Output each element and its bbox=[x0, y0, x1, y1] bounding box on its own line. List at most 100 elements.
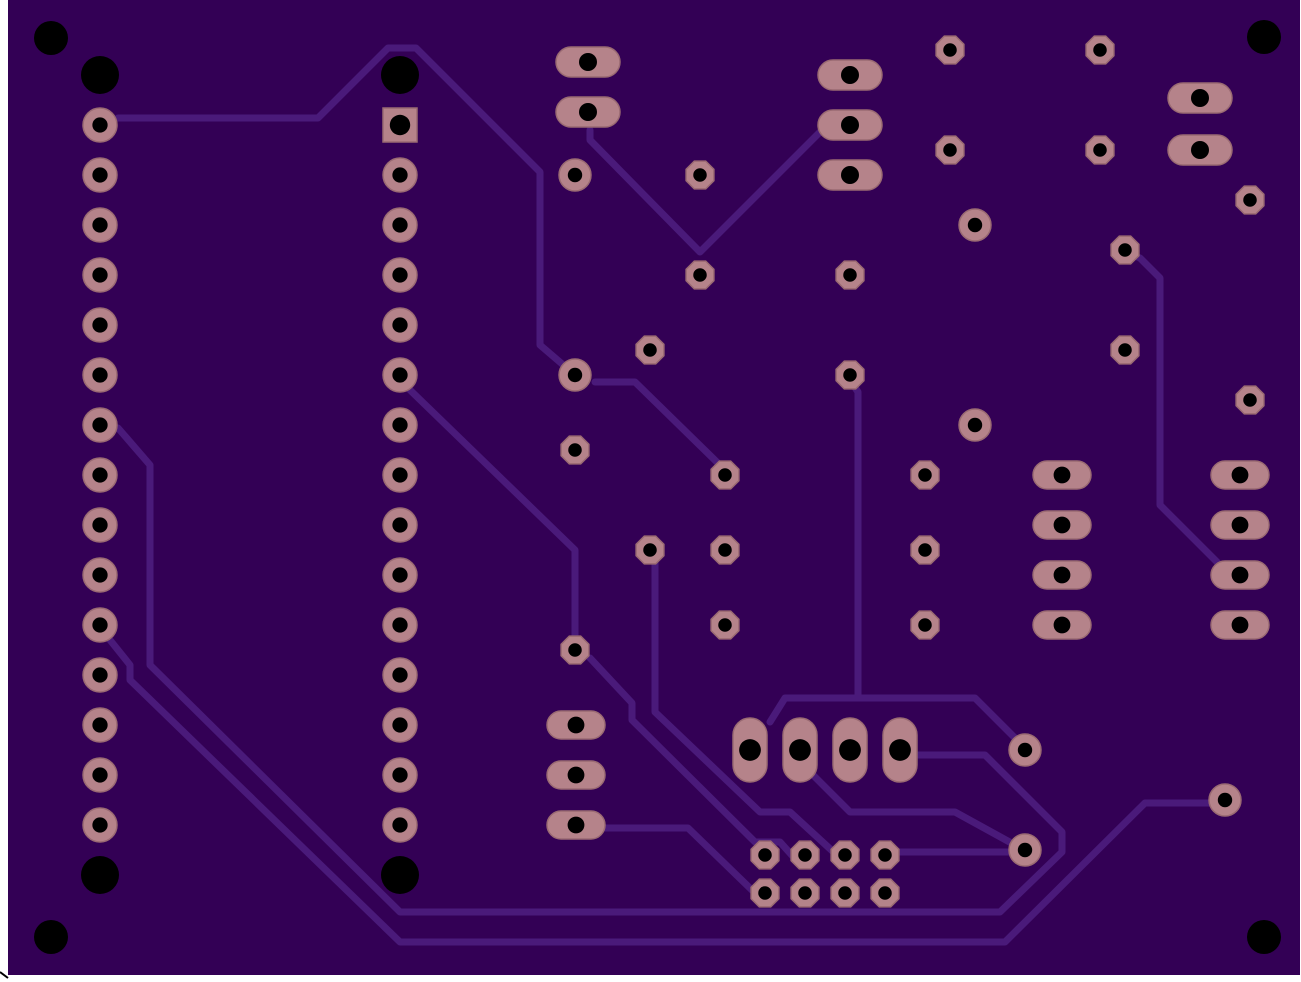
large-pad-7-drill bbox=[1217, 792, 1233, 808]
isp-header-row2-pin-4-drill bbox=[878, 886, 892, 900]
header-left-pin-7-drill bbox=[92, 417, 108, 433]
header-left-pin-9-drill bbox=[92, 517, 108, 533]
header-right-pin-2-drill bbox=[392, 167, 408, 183]
header-right-hole-bottom bbox=[381, 856, 419, 894]
connector-right-pin-1-drill bbox=[1231, 466, 1249, 484]
connector-left-pin-1-drill bbox=[1053, 466, 1071, 484]
connector-right-pin-2-drill bbox=[1231, 516, 1249, 534]
connector-left-pin-2-drill bbox=[1053, 516, 1071, 534]
isp-header-row1-pin-1-drill bbox=[758, 848, 772, 862]
component-pad-9-drill bbox=[1118, 243, 1132, 257]
trace-2 bbox=[114, 424, 1066, 916]
module-header-pin-3-drill bbox=[839, 739, 861, 761]
sensor-header-pin-1-drill bbox=[567, 716, 585, 734]
module-header-pin-4-drill bbox=[889, 739, 911, 761]
component-pad-17-drill bbox=[643, 543, 657, 557]
large-pad-5-drill bbox=[1017, 742, 1033, 758]
component-pad-5-drill bbox=[693, 168, 707, 182]
header-left-pin-8-drill bbox=[92, 467, 108, 483]
header-left-pin-5-drill bbox=[92, 317, 108, 333]
header-right-pin-12-drill bbox=[392, 667, 408, 683]
component-pad-20-drill bbox=[718, 618, 732, 632]
header-left-pin-3-drill bbox=[92, 217, 108, 233]
isp-header-row2-pin-1-drill bbox=[758, 886, 772, 900]
connector-left-pin-4-drill bbox=[1053, 616, 1071, 634]
header-right-pin-9-drill bbox=[392, 517, 408, 533]
component-pad-10-drill bbox=[643, 343, 657, 357]
header-left-pin-13-drill bbox=[92, 717, 108, 733]
trace-12 bbox=[766, 694, 1026, 749]
trace-3 bbox=[106, 636, 1229, 946]
component-pad-7-drill bbox=[843, 268, 857, 282]
trace-10 bbox=[804, 766, 1019, 849]
header-right-pin-10-drill bbox=[392, 567, 408, 583]
header-left-pin-2-drill bbox=[92, 167, 108, 183]
pad-layer bbox=[82, 35, 1270, 908]
trace-1 bbox=[114, 44, 579, 379]
header-right-pin-3-drill bbox=[392, 217, 408, 233]
component-pad-16-drill bbox=[918, 468, 932, 482]
isp-header-row2-pin-2-drill bbox=[798, 886, 812, 900]
trace-7 bbox=[586, 654, 802, 866]
mounting-hole-layer bbox=[0, 20, 1281, 979]
component-pad-11-drill bbox=[843, 368, 857, 382]
header-left-pin-4-drill bbox=[92, 267, 108, 283]
mounting-hole-bottom-left bbox=[34, 920, 68, 954]
header-left-hole-top bbox=[81, 56, 119, 94]
header-left-pin-6-drill bbox=[92, 367, 108, 383]
component-pad-22-drill bbox=[568, 643, 582, 657]
component-pad-12-drill bbox=[1118, 343, 1132, 357]
component-pad-21-drill bbox=[918, 618, 932, 632]
component-pad-4-drill bbox=[1093, 143, 1107, 157]
connector-right-pin-4-drill bbox=[1231, 616, 1249, 634]
sensor-header-pin-2-drill bbox=[567, 766, 585, 784]
mounting-hole-top-left bbox=[34, 21, 68, 55]
trace-4 bbox=[586, 126, 826, 256]
trace-9 bbox=[596, 824, 759, 897]
component-pad-6-drill bbox=[693, 268, 707, 282]
regulator-pin-2-drill bbox=[841, 116, 859, 134]
header-right-pin-11-drill bbox=[392, 617, 408, 633]
module-header-pin-2-drill bbox=[789, 739, 811, 761]
header-right-pin-13-drill bbox=[392, 717, 408, 733]
header-right-pin-5-drill bbox=[392, 317, 408, 333]
header-right-pin-7-drill bbox=[392, 417, 408, 433]
header-right-pin-4-drill bbox=[392, 267, 408, 283]
large-pad-1-drill bbox=[567, 167, 583, 183]
connector-left-pin-3-drill bbox=[1053, 566, 1071, 584]
header-left-pin-12-drill bbox=[92, 667, 108, 683]
header-left-pin-10-drill bbox=[92, 567, 108, 583]
module-header-pin-1-drill bbox=[739, 739, 761, 761]
power-connector-pin-1-drill bbox=[1191, 89, 1209, 107]
header-right-pin-14-drill bbox=[392, 767, 408, 783]
mounting-hole-bottom-right bbox=[1247, 920, 1281, 954]
isp-header-row1-pin-4-drill bbox=[878, 848, 892, 862]
header-right-pin-15-drill bbox=[392, 817, 408, 833]
power-connector-pin-2-drill bbox=[1191, 141, 1209, 159]
component-pad-2-drill bbox=[1093, 43, 1107, 57]
header-left-pin-1-drill bbox=[92, 117, 108, 133]
component-pad-18-drill bbox=[718, 543, 732, 557]
large-pad-3-drill bbox=[967, 217, 983, 233]
header-left-pin-11-drill bbox=[92, 617, 108, 633]
isp-header-row1-pin-3-drill bbox=[838, 848, 852, 862]
header-right-pin-6-drill bbox=[392, 367, 408, 383]
header-left-pin-15-drill bbox=[92, 817, 108, 833]
trace-6 bbox=[406, 386, 579, 649]
mounting-hole-top-right bbox=[1247, 20, 1281, 54]
connector-right-pin-3-drill bbox=[1231, 566, 1249, 584]
header-right-pin-8-drill bbox=[392, 467, 408, 483]
large-pad-4-drill bbox=[967, 417, 983, 433]
corner-mark bbox=[0, 971, 9, 979]
component-pad-8-drill bbox=[1243, 193, 1257, 207]
isp-header-row2-pin-3-drill bbox=[838, 886, 852, 900]
component-pad-13-drill bbox=[1243, 393, 1257, 407]
component-pad-3-drill bbox=[943, 143, 957, 157]
header-left-hole-bottom bbox=[81, 856, 119, 894]
isp-header-row1-pin-2-drill bbox=[798, 848, 812, 862]
large-pad-6-drill bbox=[1017, 842, 1033, 858]
jumper-a-pin-1-drill bbox=[579, 53, 597, 71]
trace-5 bbox=[591, 378, 729, 474]
component-pad-19-drill bbox=[918, 543, 932, 557]
